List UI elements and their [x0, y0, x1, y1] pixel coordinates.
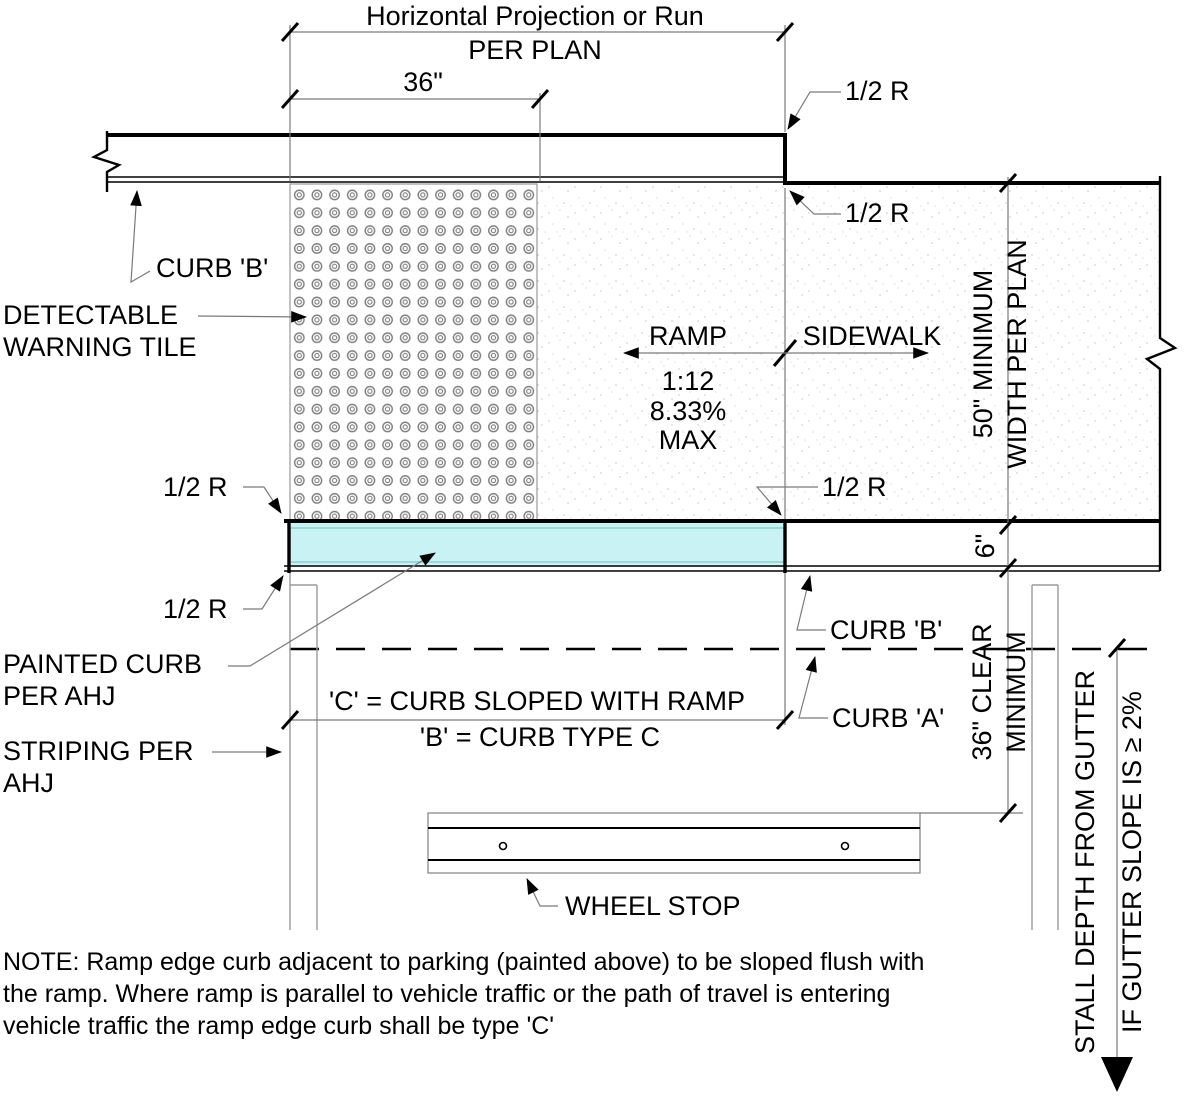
- half-radius-top-right-leader: [787, 91, 841, 130]
- painted-curb-label-line1: PAINTED CURB: [3, 649, 202, 679]
- half-radius-left-lower-label: 1/2 R: [163, 594, 228, 624]
- half-radius-left-upper-leader: [243, 486, 282, 514]
- dim-tick: [280, 89, 300, 109]
- dim-tick: [998, 558, 1018, 578]
- right-edge-break-symbol: [1144, 176, 1178, 571]
- curb-bands: [290, 523, 785, 567]
- curb-b-right-label: CURB 'B': [830, 615, 942, 645]
- curb-height-dimension: 6": [970, 534, 1000, 559]
- curb-b-right-leader: [796, 574, 826, 631]
- note-line1: NOTE: Ramp edge curb adjacent to parking…: [3, 948, 924, 976]
- ramp-slope-max: MAX: [659, 425, 718, 455]
- wheel-stop-pin-hole-left: [498, 841, 508, 851]
- sidewalk-label: SIDEWALK: [803, 321, 942, 351]
- dim-tick: [1107, 638, 1127, 658]
- labels: Horizontal Projection or Run PER PLAN 36…: [3, 1, 1147, 1054]
- painted-curb-fill: [290, 523, 785, 567]
- dim-tick: [998, 173, 1018, 193]
- wheel-stop-pin-hole-right: [840, 841, 850, 851]
- curb-a-label: CURB 'A': [832, 703, 944, 733]
- curb-b-left-label: CURB 'B': [156, 253, 268, 283]
- clear-min-dimension-line1: 36" CLEAR: [967, 623, 997, 760]
- clear-min-dimension-line2: MINIMUM: [1001, 631, 1031, 752]
- half-radius-left-upper-label: 1/2 R: [163, 472, 228, 502]
- dim-tick: [280, 710, 300, 730]
- dim-tick: [998, 515, 1018, 535]
- striping-label-line1: STRIPING PER: [3, 736, 194, 766]
- sidewalk-surface: [289, 183, 1159, 522]
- tile-width-dimension: 36": [403, 67, 443, 97]
- left-break-symbol: [90, 131, 122, 192]
- half-radius-left-lower-leader: [243, 575, 284, 610]
- note-line2: the ramp. Where ramp is parallel to vehi…: [3, 980, 890, 1008]
- wheel-stop-label: WHEEL STOP: [565, 891, 741, 921]
- half-radius-right-second-leader: [789, 190, 841, 215]
- parking-stripes: [289, 573, 1059, 930]
- note-line3: vehicle traffic the ramp edge curb shall…: [3, 1012, 554, 1040]
- dimensions: [280, 22, 1133, 1092]
- dim-tick: [280, 22, 300, 42]
- curb-b-left-leader: [130, 189, 151, 284]
- curb-legend-line1: 'C' = CURB SLOPED WITH RAMP: [329, 686, 745, 716]
- stall-depth-arrowhead: [1101, 1057, 1133, 1092]
- dim-tick: [530, 89, 550, 109]
- detectable-warning-tile-dots: [290, 184, 537, 521]
- half-radius-mid-label: 1/2 R: [822, 472, 887, 502]
- ramp-slope-percent: 8.33%: [650, 396, 727, 426]
- width-min-dimension-line1: 50" MINIMUM: [968, 270, 998, 439]
- stall-depth-label-line1: STALL DEPTH FROM GUTTER: [1070, 670, 1100, 1054]
- ramp-slope-ratio: 1:12: [662, 366, 715, 396]
- half-radius-top-right-label: 1/2 R: [845, 76, 910, 106]
- curb-legend-line2: 'B' = CURB TYPE C: [420, 722, 660, 752]
- wheel-stop-outline: [427, 812, 921, 874]
- run-dimension-subtitle: PER PLAN: [468, 35, 602, 65]
- width-min-dimension-line2: WIDTH PER PLAN: [1002, 239, 1032, 469]
- painted-curb-leader: [228, 552, 436, 667]
- ramp-label: RAMP: [649, 321, 727, 351]
- run-dimension-title: Horizontal Projection or Run: [366, 1, 704, 31]
- wheel-stop-leader: [526, 878, 558, 907]
- painted-curb-label-line2: PER AHJ: [3, 681, 116, 711]
- wheel-stop: [427, 812, 921, 874]
- striping-label-line2: AHJ: [3, 768, 54, 798]
- detectable-warning-label-line1: DETECTABLE: [3, 300, 178, 330]
- object-lines: [90, 131, 1178, 651]
- dim-tick: [775, 710, 795, 730]
- half-radius-right-second-label: 1/2 R: [845, 198, 910, 228]
- curb-a-leader: [798, 655, 828, 719]
- detectable-warning-label-line2: WARNING TILE: [3, 332, 197, 362]
- stall-depth-label-line2: IF GUTTER SLOPE IS ≥ 2%: [1117, 691, 1147, 1033]
- dim-tick: [998, 803, 1018, 823]
- note-block: NOTE: Ramp edge curb adjacent to parking…: [3, 948, 924, 1040]
- half-radius-mid-leader: [755, 486, 818, 516]
- detectable-warning-tile-leader: [197, 311, 308, 323]
- dim-tick: [775, 22, 795, 42]
- leaders: [130, 91, 841, 907]
